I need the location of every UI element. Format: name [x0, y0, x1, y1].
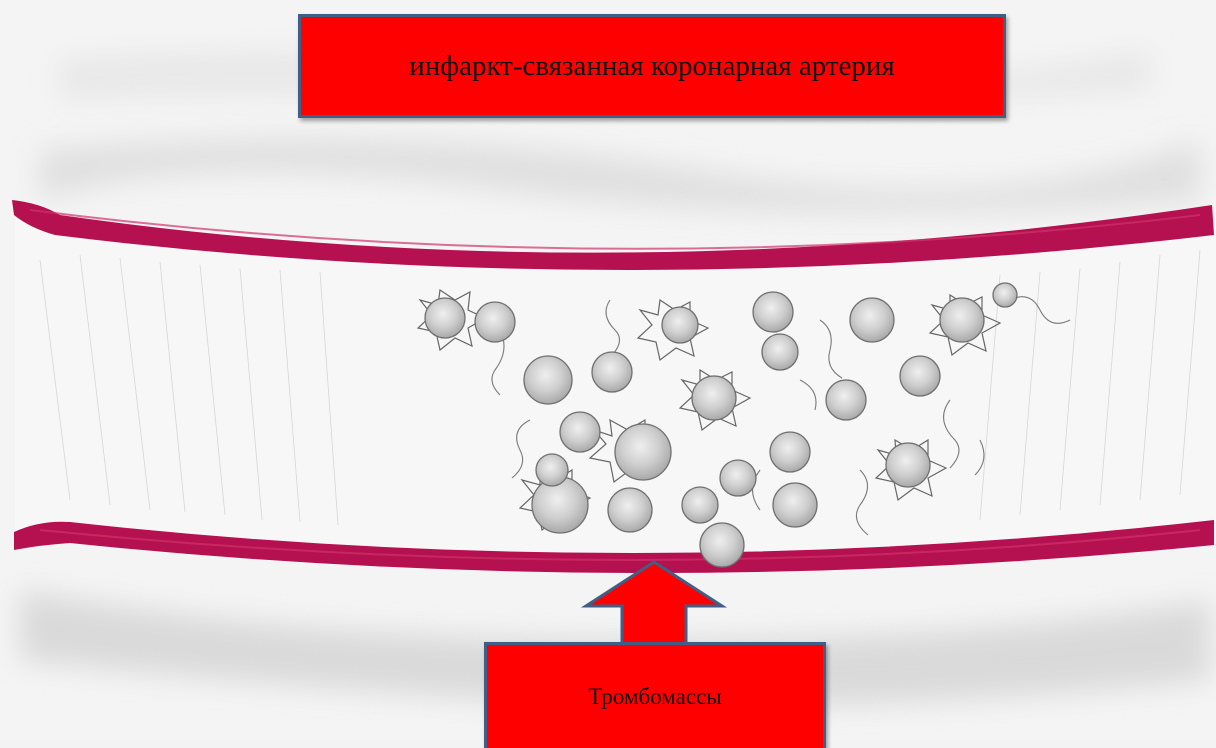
thrombus-label-text: Тромбомассы: [588, 684, 722, 710]
title-label: инфаркт-связанная коронарная артерия: [298, 14, 1006, 118]
title-text: инфаркт-связанная коронарная артерия: [409, 50, 894, 83]
thrombus-label: Тромбомассы: [484, 642, 826, 748]
